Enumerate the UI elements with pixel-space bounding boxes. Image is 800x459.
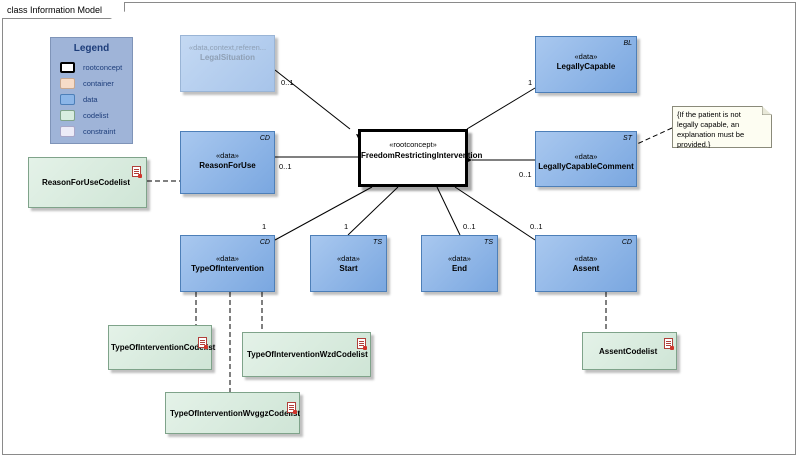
legend-label: constraint bbox=[83, 127, 116, 136]
codelist-name: AssentCodelist bbox=[599, 346, 658, 356]
note-text: {If the patient is not legally capable, … bbox=[677, 110, 745, 149]
datatype-label: ST bbox=[623, 135, 632, 142]
document-icon bbox=[664, 338, 674, 350]
legend-label: rootconcept bbox=[83, 63, 123, 72]
legend-swatch bbox=[60, 110, 75, 121]
legend-title: Legend bbox=[73, 43, 110, 54]
codelist-name: TypeOfInterventionCodelist bbox=[111, 343, 216, 352]
class-name: LegallyCapable bbox=[556, 62, 616, 71]
legend-swatch bbox=[60, 94, 75, 105]
codelist-type-of-intervention[interactable]: TypeOfInterventionCodelist bbox=[108, 325, 216, 370]
note-fold-corner bbox=[762, 106, 772, 115]
stereotype-label: «data» bbox=[216, 151, 239, 160]
class-end[interactable]: TS «data» End bbox=[421, 235, 498, 292]
document-icon bbox=[357, 338, 367, 350]
diagram-frame bbox=[2, 2, 796, 455]
class-name: LegalSituation bbox=[199, 53, 256, 62]
multiplicity-start: 1 bbox=[344, 222, 349, 231]
datatype-label: CD bbox=[259, 239, 270, 246]
connector-end bbox=[436, 186, 461, 236]
class-name: ReasonForUse bbox=[199, 161, 256, 170]
connector-start bbox=[347, 186, 399, 236]
class-name: Assent bbox=[572, 264, 600, 273]
document-icon bbox=[287, 402, 297, 414]
document-icon bbox=[132, 166, 142, 178]
class-start[interactable]: TS «data» Start bbox=[310, 235, 387, 292]
multiplicity-reason-for-use: 0..1 bbox=[279, 162, 292, 171]
class-name: FreedomRestrictingIntervention bbox=[361, 151, 483, 160]
connector-legally-capable bbox=[466, 87, 536, 130]
class-name: Start bbox=[339, 264, 358, 273]
codelist-name: TypeOfInterventionWvggzCodelist bbox=[170, 408, 301, 418]
connector-assent bbox=[454, 186, 536, 241]
stereotype-label: «data» bbox=[574, 254, 598, 263]
stereotype-label: «data» bbox=[574, 52, 598, 61]
multiplicity-legal-situation: 0..1 bbox=[281, 78, 294, 87]
legend-swatch bbox=[60, 126, 75, 137]
note-link bbox=[636, 127, 673, 145]
stereotype-label: «data» bbox=[216, 254, 239, 263]
constraint-note[interactable]: {If the patient is not legally capable, … bbox=[672, 106, 772, 148]
class-legally-capable-comment[interactable]: ST «data» LegallyCapableComment bbox=[535, 131, 637, 187]
class-name: End bbox=[451, 264, 468, 273]
codelist-reason-for-use[interactable]: ReasonForUseCodelist bbox=[28, 157, 147, 208]
datatype-label: CD bbox=[259, 135, 270, 142]
class-name: TypeOfIntervention bbox=[191, 264, 264, 273]
class-assent[interactable]: CD «data» Assent bbox=[535, 235, 637, 292]
stereotype-label: «data» bbox=[448, 254, 471, 263]
stereotype-label: «rootconcept» bbox=[389, 140, 437, 149]
datatype-label: TS bbox=[373, 239, 382, 246]
legend-panel: Legend rootconcept container data codeli… bbox=[50, 37, 133, 144]
legend-label: container bbox=[83, 79, 114, 88]
connector-legal-situation bbox=[274, 69, 351, 130]
connector-type-of-intervention bbox=[274, 186, 373, 241]
datatype-label: TS bbox=[484, 239, 493, 246]
class-reason-for-use[interactable]: CD «data» ReasonForUse bbox=[180, 131, 275, 194]
multiplicity-type-of-intervention: 1 bbox=[262, 222, 267, 231]
document-icon bbox=[198, 337, 208, 349]
multiplicity-end: 0..1 bbox=[463, 222, 476, 231]
legend-swatch bbox=[60, 62, 75, 73]
codelist-type-of-intervention-wvggz[interactable]: TypeOfInterventionWvggzCodelist bbox=[165, 392, 300, 434]
class-type-of-intervention[interactable]: CD «data» TypeOfIntervention bbox=[180, 235, 275, 292]
multiplicity-assent: 0..1 bbox=[530, 222, 543, 231]
stereotype-label: «data» bbox=[574, 152, 598, 161]
legend-label: data bbox=[83, 95, 98, 104]
stereotype-label: «data,context,referen... bbox=[188, 43, 267, 52]
datatype-label: BL bbox=[623, 40, 632, 47]
rootconcept-freedom-restricting-intervention[interactable]: «rootconcept» FreedomRestrictingInterven… bbox=[358, 129, 483, 187]
multiplicity-legally-capable-comment: 0..1 bbox=[519, 170, 532, 179]
codelist-name: ReasonForUseCodelist bbox=[42, 178, 131, 187]
class-name: LegallyCapableComment bbox=[538, 162, 634, 171]
stereotype-label: «data» bbox=[337, 254, 360, 263]
class-legal-situation[interactable]: «data,context,referen... LegalSituation bbox=[180, 35, 275, 92]
diagram-frame-title: class Information Model bbox=[2, 2, 126, 19]
legend-swatch bbox=[60, 78, 75, 89]
datatype-label: CD bbox=[621, 239, 632, 246]
legend-label: codelist bbox=[83, 111, 109, 120]
multiplicity-legally-capable: 1 bbox=[528, 78, 533, 87]
codelist-type-of-intervention-wzd[interactable]: TypeOfInterventionWzdCodelist bbox=[242, 332, 371, 377]
codelist-name: TypeOfInterventionWzdCodelist bbox=[247, 350, 368, 359]
codelist-assent[interactable]: AssentCodelist bbox=[582, 332, 677, 370]
class-legally-capable[interactable]: BL «data» LegallyCapable bbox=[535, 36, 637, 93]
